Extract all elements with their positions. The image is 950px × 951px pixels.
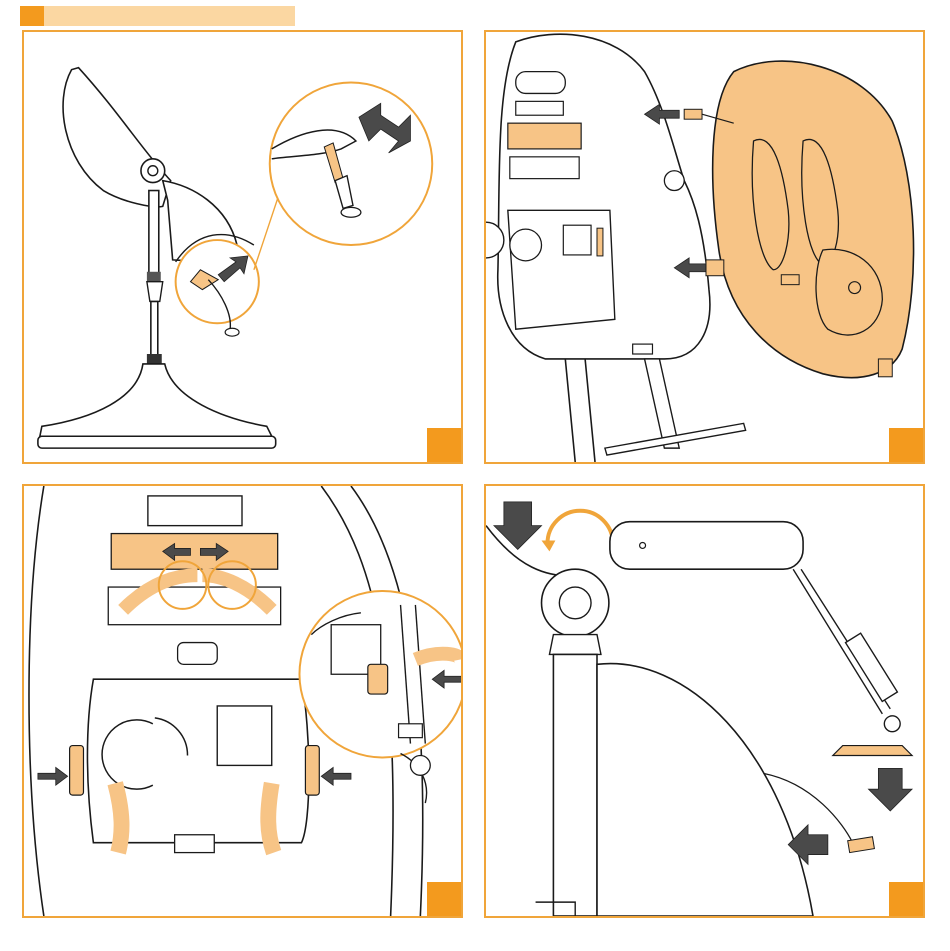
push-arrow-icon	[494, 502, 542, 550]
panel-step-1	[22, 30, 463, 464]
panel-step-4	[484, 484, 925, 918]
seat-pad-removal-illustration	[486, 32, 923, 462]
step-corner-marker	[889, 428, 923, 462]
push-arrow-icon	[38, 767, 68, 785]
panel-step-2	[484, 30, 925, 464]
header-bar	[20, 6, 295, 26]
push-arrow-icon	[868, 768, 912, 811]
fold-chair-illustration	[486, 486, 923, 916]
push-arrow-icon	[321, 767, 351, 785]
step-corner-marker	[889, 882, 923, 916]
seat-adjust-illustration	[24, 32, 461, 462]
step-corner-marker	[427, 428, 461, 462]
panel-step-3	[22, 484, 463, 918]
step-corner-marker	[427, 882, 461, 916]
harness-release-illustration	[24, 486, 461, 916]
header-accent-square	[20, 6, 44, 26]
buckle-icon	[368, 664, 388, 694]
